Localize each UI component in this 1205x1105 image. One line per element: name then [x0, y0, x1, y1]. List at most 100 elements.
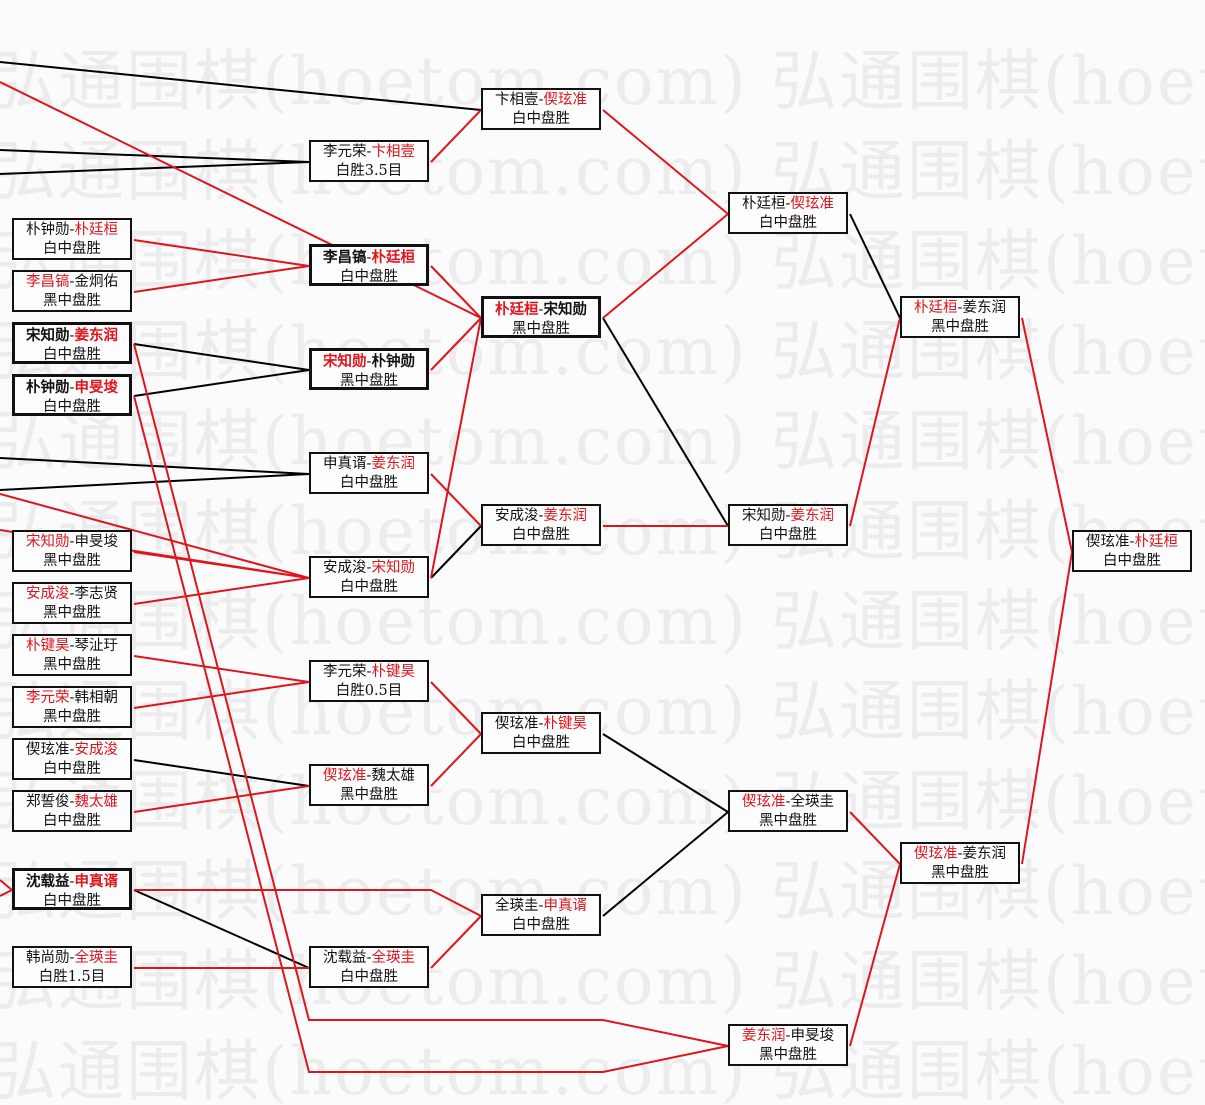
player-white: 魏太雄 [371, 768, 415, 784]
match-box-r2-5[interactable]: 安成浚-宋知勋白中盘胜 [309, 556, 429, 598]
separator: - [69, 950, 75, 966]
match-box-r3-1[interactable]: 卞相壹-偰玹准白中盘胜 [481, 88, 601, 130]
match-box-r2-7[interactable]: 偰玹准-魏太雄黑中盘胜 [309, 764, 429, 806]
match-box-r2-1[interactable]: 李元荣-卞相壹白胜3.5目 [309, 140, 429, 182]
separator: - [69, 638, 75, 654]
match-box-r3-5[interactable]: 全瑛圭-申真谞白中盘胜 [481, 894, 601, 936]
player-black: 郑誓俊 [26, 794, 70, 810]
player-black: 李元荣 [323, 664, 367, 680]
match-box-r2-4[interactable]: 申真谞-姜东润白中盘胜 [309, 452, 429, 494]
player-black: 申真谞 [323, 456, 367, 472]
player-white: 朴廷桓 [74, 222, 118, 238]
match-box-r1-2[interactable]: 李昌镐-金炯佑黑中盘胜 [12, 270, 132, 312]
match-box-r1-3[interactable]: 宋知勋-姜东润白中盘胜 [12, 322, 132, 364]
separator: - [69, 222, 75, 238]
match-players: 李元荣-韩相朝 [14, 689, 130, 708]
separator: - [538, 898, 544, 914]
match-result: 白中盘胜 [43, 347, 101, 363]
separator: - [366, 354, 372, 370]
match-box-r1-8[interactable]: 李元荣-韩相朝黑中盘胜 [12, 686, 132, 728]
match-result: 白中盘胜 [43, 761, 101, 777]
player-black: 安成浚 [26, 586, 70, 602]
match-box-r1-7[interactable]: 朴键昊-琴沚玗黑中盘胜 [12, 634, 132, 676]
winner-line [602, 109, 729, 215]
match-box-r4-2[interactable]: 宋知勋-姜东润白中盘胜 [728, 504, 848, 546]
match-result: 白中盘胜 [340, 475, 398, 491]
match-box-r1-12[interactable]: 韩尚勋-全瑛圭白胜1.5目 [12, 946, 132, 988]
player-white: 姜东润 [74, 327, 118, 344]
match-box-r3-2[interactable]: 朴廷桓-宋知勋黑中盘胜 [481, 296, 601, 338]
connector-line [602, 317, 729, 527]
match-box-r5-1[interactable]: 朴廷桓-姜东润黑中盘胜 [900, 296, 1020, 338]
separator: - [69, 328, 75, 344]
player-black: 沈载益 [26, 873, 70, 890]
match-box-r4-1[interactable]: 朴廷桓-偰玹准白中盘胜 [728, 192, 848, 234]
match-result: 白胜1.5目 [38, 969, 106, 985]
match-box-r1-1[interactable]: 朴钟勋-朴廷桓白中盘胜 [12, 218, 132, 260]
match-box-r5-2[interactable]: 偰玹准-姜东润黑中盘胜 [900, 842, 1020, 884]
connector-line [0, 149, 310, 163]
match-players: 沈载益-申真谞 [15, 872, 129, 892]
winner-line [849, 317, 901, 527]
match-box-r3-3[interactable]: 安成浚-姜东润白中盘胜 [481, 504, 601, 546]
match-result: 黑中盘胜 [43, 293, 101, 309]
match-box-r1-10[interactable]: 郑誓俊-魏太雄白中盘胜 [12, 790, 132, 832]
winner-line [430, 915, 482, 969]
match-players: 郑誓俊-魏太雄 [14, 793, 130, 812]
match-result: 白中盘胜 [340, 579, 398, 595]
match-result: 白中盘胜 [512, 527, 570, 543]
match-box-r4-4[interactable]: 姜东润-申旻埈黑中盘胜 [728, 1024, 848, 1066]
connector-line [0, 161, 310, 175]
match-box-r4-3[interactable]: 偰玹准-全瑛圭黑中盘胜 [728, 790, 848, 832]
match-result: 白中盘胜 [340, 969, 398, 985]
player-white: 全瑛圭 [371, 950, 415, 966]
player-black: 李昌镐 [323, 249, 367, 266]
connector-line [849, 213, 901, 319]
match-box-r2-6[interactable]: 李元荣-朴键昊白胜0.5目 [309, 660, 429, 702]
match-box-r3-4[interactable]: 偰玹准-朴键昊白中盘胜 [481, 712, 601, 754]
match-players: 宋知勋-姜东润 [730, 507, 846, 526]
separator: - [538, 508, 544, 524]
player-black: 朴廷桓 [495, 301, 539, 318]
winner-line [602, 213, 729, 319]
match-result: 白胜3.5目 [335, 163, 403, 179]
match-box-r1-6[interactable]: 安成浚-李志贤黑中盘胜 [12, 582, 132, 624]
match-result: 白胜0.5目 [335, 683, 403, 699]
match-box-final[interactable]: 偰玹准-朴廷桓白中盘胜 [1072, 530, 1192, 572]
winner-line [849, 863, 901, 1047]
match-box-r1-4[interactable]: 朴钟勋-申旻埈白中盘胜 [12, 374, 132, 416]
player-black: 宋知勋 [323, 353, 367, 370]
separator: - [69, 690, 75, 706]
match-players: 李昌镐-朴廷桓 [312, 248, 426, 268]
match-result: 白中盘胜 [1103, 553, 1161, 569]
match-result: 黑中盘胜 [340, 787, 398, 803]
player-white: 朴廷桓 [371, 249, 415, 266]
match-box-r2-8[interactable]: 沈载益-全瑛圭白中盘胜 [309, 946, 429, 988]
player-white: 朴键昊 [371, 664, 415, 680]
match-box-r1-11[interactable]: 沈载益-申真谞白中盘胜 [12, 868, 132, 910]
match-box-r1-9[interactable]: 偰玹准-安成浚白中盘胜 [12, 738, 132, 780]
separator: - [366, 456, 372, 472]
match-box-r2-2[interactable]: 李昌镐-朴廷桓白中盘胜 [309, 244, 429, 286]
match-players: 偰玹准-安成浚 [14, 741, 130, 760]
match-players: 沈载益-全瑛圭 [311, 949, 427, 968]
player-black: 韩尚勋 [26, 950, 70, 966]
match-players: 朴廷桓-宋知勋 [484, 300, 598, 320]
match-box-r2-3[interactable]: 宋知勋-朴钟勋黑中盘胜 [309, 348, 429, 390]
separator: - [69, 534, 75, 550]
winner-line [430, 473, 482, 527]
player-white: 申旻埈 [790, 1028, 834, 1044]
connector-line [602, 733, 729, 813]
separator: - [366, 950, 372, 966]
match-result: 黑中盘胜 [512, 321, 570, 337]
match-players: 偰玹准-朴廷桓 [1074, 533, 1190, 552]
winner-line [430, 681, 482, 735]
winner-line [0, 889, 13, 897]
match-result: 黑中盘胜 [931, 319, 989, 335]
match-players: 申真谞-姜东润 [311, 455, 427, 474]
match-box-r1-5[interactable]: 宋知勋-申旻埈黑中盘胜 [12, 530, 132, 572]
player-white: 安成浚 [74, 742, 118, 758]
separator: - [366, 250, 372, 266]
match-players: 安成浚-李志贤 [14, 585, 130, 604]
player-white: 姜东润 [543, 508, 587, 524]
